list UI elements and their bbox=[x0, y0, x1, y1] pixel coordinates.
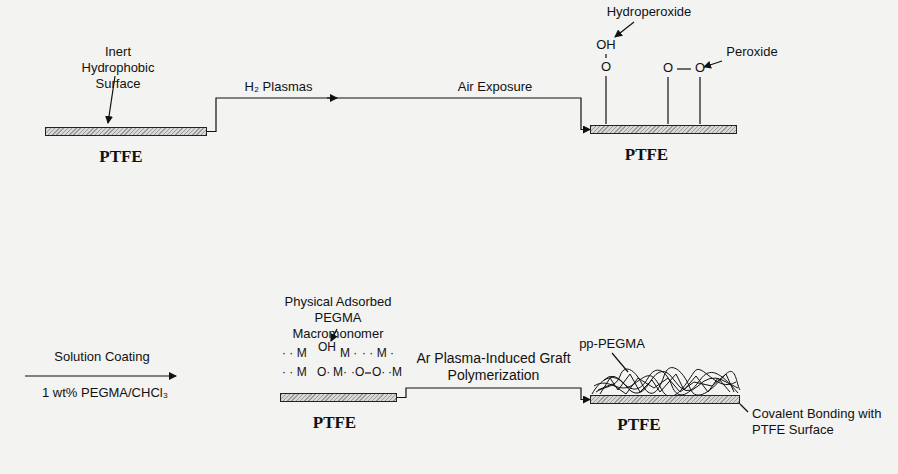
material-label: PTFE bbox=[30, 147, 212, 167]
chemical-group: ·O bbox=[351, 365, 364, 380]
annotation: Peroxide bbox=[710, 44, 794, 60]
substrate-bar: PTFE bbox=[280, 393, 397, 402]
annotation: 1 wt% PEGMA/CHCl₃ bbox=[20, 385, 190, 401]
chemical-group: ·M bbox=[388, 365, 402, 380]
annotation: OH bbox=[594, 37, 618, 53]
annotation: Covalent Bonding with PTFE Surface bbox=[752, 406, 882, 438]
chemical-group: O· bbox=[372, 365, 385, 380]
bond bbox=[365, 372, 371, 373]
material-label: PTFE bbox=[563, 145, 730, 165]
chemical-group: M· bbox=[333, 365, 347, 380]
material-label: PTFE bbox=[554, 415, 724, 435]
bond bbox=[677, 68, 691, 69]
chemical-group: O· bbox=[317, 365, 330, 380]
leader-line bbox=[740, 404, 748, 412]
substrate-bar: PTFE bbox=[590, 125, 737, 134]
bond bbox=[605, 76, 606, 124]
process-arrow bbox=[25, 375, 176, 376]
annotation: O bbox=[658, 60, 678, 76]
bond bbox=[605, 54, 606, 58]
bond bbox=[667, 77, 668, 124]
material-label: PTFE bbox=[266, 413, 403, 433]
substrate-bar: PTFE bbox=[45, 127, 207, 136]
process-arrow bbox=[207, 98, 590, 132]
annotation: O bbox=[594, 59, 618, 75]
bond bbox=[699, 77, 700, 124]
chemical-group: M · bbox=[340, 346, 357, 361]
process-arrow bbox=[397, 388, 590, 400]
leader-arrow bbox=[704, 61, 722, 67]
annotation: Air Exposure bbox=[420, 79, 570, 95]
annotation: Hydroperoxide bbox=[588, 4, 710, 20]
annotation: O bbox=[690, 60, 710, 76]
leader-arrow bbox=[615, 22, 634, 37]
annotation: Solution Coating bbox=[22, 349, 182, 365]
chemical-group: · · M · bbox=[362, 346, 394, 361]
annotation: Physical Adsorbed PEGMA Macromonomer bbox=[282, 294, 394, 342]
substrate-bar: PTFE bbox=[590, 395, 740, 404]
chemical-group: OH bbox=[318, 340, 336, 355]
process-label: Ar Plasma-Induced Graft Polymerization bbox=[414, 350, 574, 384]
grafted-chains bbox=[592, 368, 740, 397]
annotation: Inert Hydrophobic Surface bbox=[68, 44, 168, 92]
annotation: pp-PEGMA bbox=[572, 336, 652, 352]
chemical-group: · · M bbox=[282, 365, 307, 380]
annotation: H₂ Plasmas bbox=[222, 79, 335, 95]
chemical-group: · · M bbox=[282, 346, 307, 361]
